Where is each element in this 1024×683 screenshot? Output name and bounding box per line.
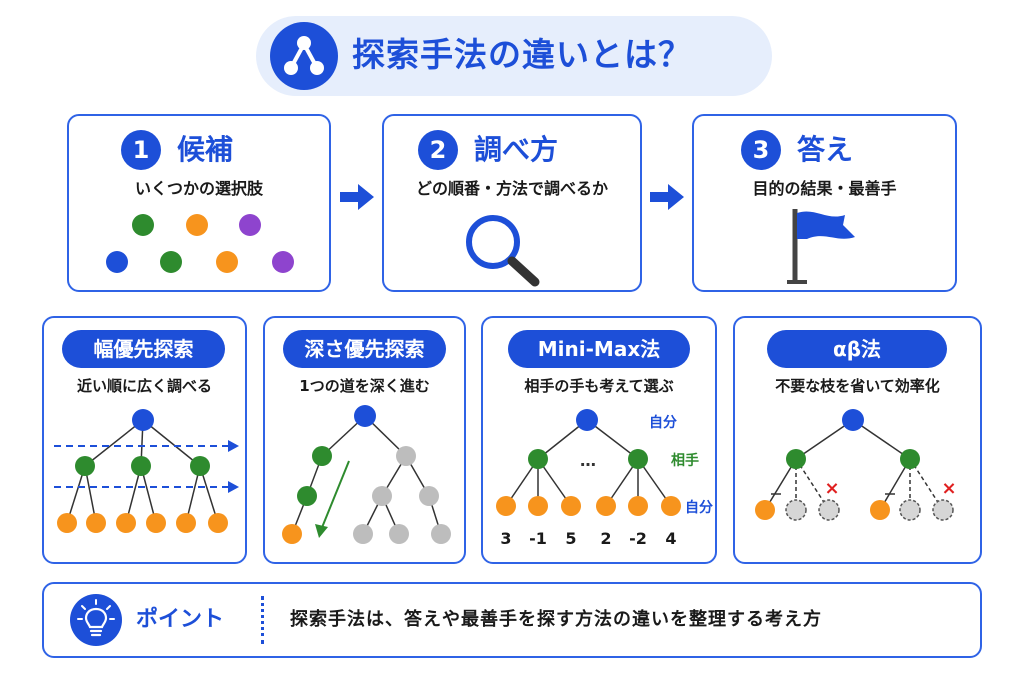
arrow-right-icon xyxy=(340,184,374,210)
step-sub-2: どの順番・方法で調べるか xyxy=(415,179,608,198)
leaf-value: 5 xyxy=(565,529,576,548)
ellipsis-label: … xyxy=(580,451,596,470)
candidate-dots xyxy=(106,214,294,273)
self-bottom-label: 自分 xyxy=(685,499,713,516)
step-sub-3: 目的の結果・最善手 xyxy=(752,179,897,198)
arrow-right-icon xyxy=(650,184,684,210)
title-banner xyxy=(256,16,772,96)
step-number-3: 3 xyxy=(741,130,781,170)
leaf-value: 4 xyxy=(665,529,676,548)
method-title-minimax: Mini-Max法 xyxy=(508,330,690,368)
network-icon xyxy=(270,22,338,90)
step-sub-1: いくつかの選択肢 xyxy=(134,179,263,198)
step-number-1: 1 xyxy=(121,130,161,170)
method-title-alphabeta: αβ法 xyxy=(767,330,947,368)
method-desc-alphabeta: 不要な枝を省いて効率化 xyxy=(775,377,940,395)
step-box-answer xyxy=(692,114,957,292)
opponent-label: 相手 xyxy=(671,452,699,469)
step-title-1: 候補 xyxy=(177,133,234,166)
point-text: 探索手法は、答えや最善手を探す方法の違いを整理する考え方 xyxy=(290,609,822,630)
self-top-label: 自分 xyxy=(649,414,677,431)
step-title-2: 調べ方 xyxy=(474,133,559,166)
prune-mark: × xyxy=(824,478,839,499)
point-divider xyxy=(261,596,264,644)
alphabeta-tree-diagram: × × xyxy=(755,409,957,521)
step-title-3: 答え xyxy=(797,133,854,166)
leaf-value: -1 xyxy=(529,529,547,548)
method-desc-dfs: 1つの道を深く進む xyxy=(299,377,430,395)
prune-mark: × xyxy=(941,478,956,499)
method-desc-bfs: 近い順に広く調べる xyxy=(76,377,212,395)
leaf-value: 3 xyxy=(500,529,511,548)
flag-icon xyxy=(787,209,855,284)
magnifier-icon xyxy=(466,215,540,287)
bfs-tree-diagram xyxy=(54,409,239,533)
point-label: ポイント xyxy=(136,607,225,632)
method-title-dfs: 深さ優先探索 xyxy=(283,330,446,368)
page-title: 探索手法の違いとは？ xyxy=(352,35,692,74)
leaf-value: -2 xyxy=(629,529,647,548)
leaf-value: 2 xyxy=(600,529,611,548)
dfs-tree-diagram xyxy=(282,405,451,544)
method-desc-minimax: 相手の手も考えて選ぶ xyxy=(524,377,674,395)
lightbulb-icon xyxy=(70,594,122,646)
minimax-tree-diagram: … 自分 相手 自分 3 -1 5 2 -2 4 xyxy=(496,409,713,548)
point-box xyxy=(42,582,982,658)
step-number-2: 2 xyxy=(418,130,458,170)
method-title-bfs: 幅優先探索 xyxy=(62,330,225,368)
